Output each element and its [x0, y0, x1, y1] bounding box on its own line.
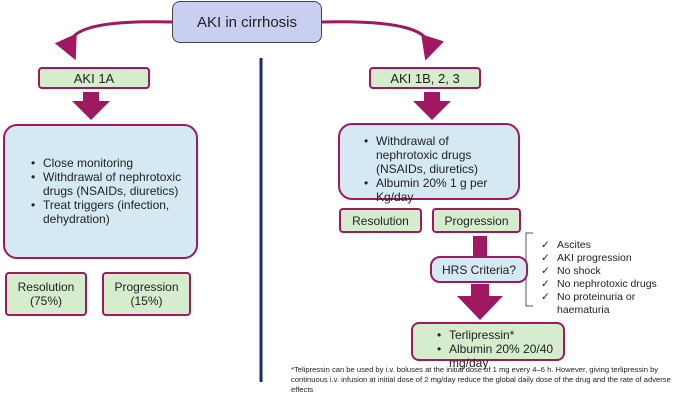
- list-item: Withdrawal of nephrotoxic drugs (NSAIDs,…: [31, 170, 186, 198]
- criteria-item: ✓No shock: [541, 265, 601, 277]
- check-icon: ✓: [541, 291, 550, 303]
- criteria-item: ✓No nephrotoxic drugs: [541, 278, 657, 290]
- progression-label: Progression: [444, 213, 509, 228]
- aki-1b-3-actions-list: Withdrawal of nephrotoxic drugs (NSAIDs,…: [362, 134, 510, 204]
- list-item: Terlipressin*: [437, 328, 557, 342]
- aki-1b-3-box: AKI 1B, 2, 3: [369, 67, 481, 89]
- curved-arrow-right: [321, 20, 444, 61]
- treatment-list: Terlipressin* Albumin 20% 20/40 mg/day: [435, 328, 557, 370]
- hrs-criteria-box: HRS Criteria?: [430, 256, 528, 283]
- list-item: Close monitoring: [31, 156, 186, 170]
- treatment-box: Terlipressin* Albumin 20% 20/40 mg/day: [411, 322, 565, 370]
- block-arrow-left: [72, 92, 110, 120]
- aki-1b-3-label: AKI 1B, 2, 3: [390, 70, 460, 86]
- check-icon: ✓: [541, 252, 550, 264]
- resolution-label: Resolution: [352, 213, 409, 228]
- list-item: Albumin 20% 20/40 mg/day: [437, 342, 557, 370]
- hrs-criteria-checklist: ✓Ascites ✓AKI progression ✓No shock ✓No …: [541, 239, 681, 317]
- criteria-item: ✓No proteinuria or haematuria: [541, 291, 636, 316]
- block-arrow-right: [413, 92, 451, 120]
- resolution-percent: (75%): [29, 294, 62, 308]
- aki-1b-3-resolution-box: Resolution: [339, 208, 422, 233]
- aki-1a-box: AKI 1A: [38, 67, 150, 89]
- check-icon: ✓: [541, 239, 550, 251]
- list-item: Withdrawal of nephrotoxic drugs (NSAIDs,…: [364, 134, 510, 176]
- diagram-title-box: AKI in cirrhosis: [172, 1, 322, 43]
- criteria-item: ✓Ascites: [541, 239, 591, 251]
- aki-1b-3-actions-box: Withdrawal of nephrotoxic drugs (NSAIDs,…: [338, 123, 520, 204]
- criteria-item: ✓AKI progression: [541, 252, 632, 264]
- progression-to-hrs-connector: [473, 236, 487, 256]
- list-item: Albumin 20% 1 g per Kg/day: [364, 176, 510, 204]
- check-icon: ✓: [541, 265, 550, 277]
- aki-1a-label: AKI 1A: [73, 70, 115, 86]
- block-arrow-hrs: [457, 284, 503, 320]
- aki-1a-actions-box: Close monitoring Withdrawal of nephrotox…: [3, 124, 198, 259]
- resolution-label: Resolution: [17, 280, 75, 294]
- curved-arrow-left: [54, 20, 173, 61]
- list-item: Treat triggers (infection, dehydration): [31, 198, 186, 226]
- aki-1a-progression-box: Progression (15%): [102, 272, 191, 316]
- progression-label: Progression: [114, 280, 179, 294]
- aki-1a-actions-list: Close monitoring Withdrawal of nephrotox…: [29, 156, 186, 226]
- footnote: *Telipressin can be used by i.v. boluses…: [291, 365, 671, 394]
- diagram-title: AKI in cirrhosis: [196, 13, 298, 31]
- check-icon: ✓: [541, 278, 550, 290]
- hrs-criteria-label: HRS Criteria?: [441, 262, 516, 277]
- aki-1a-resolution-box: Resolution (75%): [5, 272, 87, 316]
- aki-1b-3-progression-box: Progression: [432, 208, 521, 233]
- progression-percent: (15%): [130, 294, 163, 308]
